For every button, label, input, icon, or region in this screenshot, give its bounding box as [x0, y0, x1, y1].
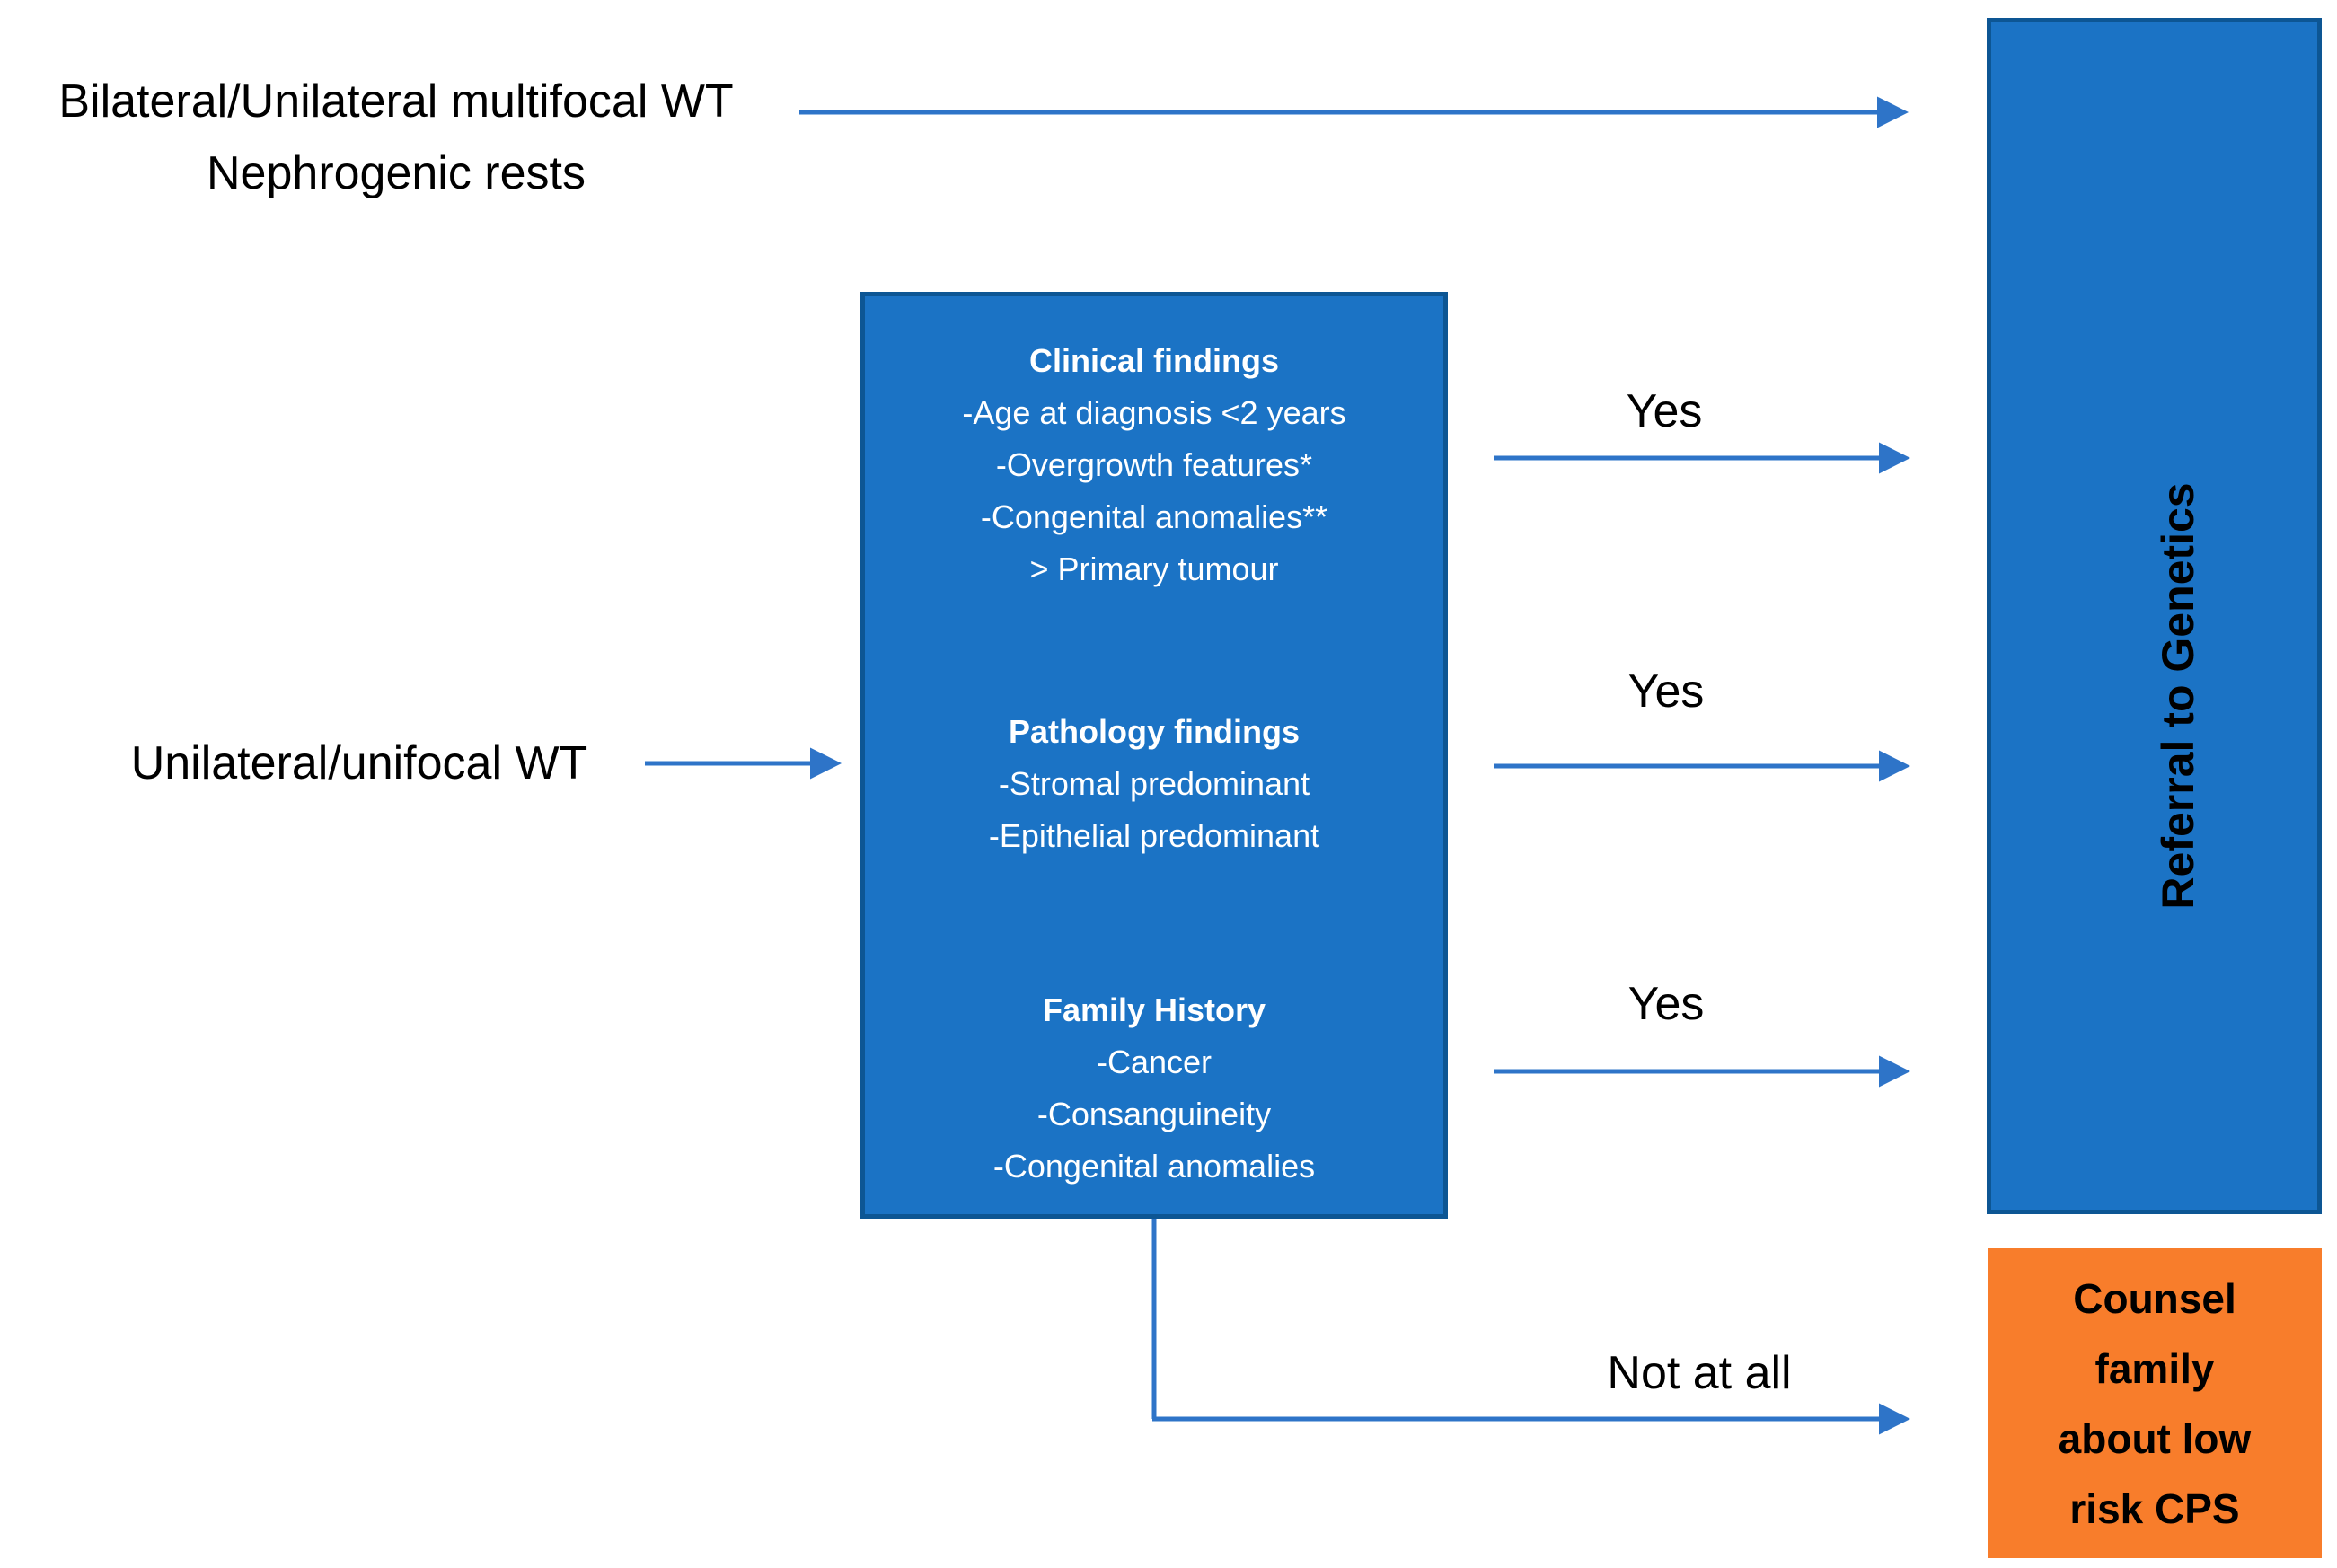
node-unilateral-unifocal: Unilateral/unifocal WT [93, 727, 626, 799]
bilateral-line2: Nephrogenic rests [207, 147, 586, 199]
criteria-item: -Age at diagnosis <2 years [962, 394, 1346, 431]
counsel-box: Counsel family about low risk CPS [1988, 1248, 2322, 1558]
counsel-box-line: family [2094, 1344, 2215, 1392]
criteria-box: Clinical findings -Age at diagnosis <2 y… [860, 292, 1448, 1219]
unilateral-label: Unilateral/unifocal WT [130, 737, 588, 789]
edge-label-yes-pathology: Yes [1627, 665, 1705, 718]
criteria-section-family-history: Family History -Cancer -Consanguineity -… [865, 984, 1443, 1193]
referral-box-label: Referral to Genetics [2153, 482, 2203, 910]
criteria-item: -Epithelial predominant [988, 817, 1320, 854]
edge-label-not-at-all: Not at all [1607, 1347, 1792, 1399]
criteria-item: -Congenital anomalies [992, 1148, 1316, 1185]
counsel-box-line: risk CPS [2069, 1484, 2240, 1532]
criteria-section-pathology: Pathology findings -Stromal predominant … [865, 706, 1443, 862]
criteria-item: > Primary tumour [1029, 551, 1279, 587]
criteria-section-title: Pathology findings [1009, 713, 1300, 750]
criteria-item: -Congenital anomalies** [980, 498, 1328, 535]
criteria-item: -Consanguineity [1036, 1096, 1272, 1132]
criteria-item: -Stromal predominant [998, 765, 1310, 802]
criteria-item: -Cancer [1096, 1044, 1213, 1080]
counsel-box-line: about low [2058, 1414, 2252, 1462]
edge-label-yes-family: Yes [1627, 978, 1705, 1030]
criteria-item: -Overgrowth features* [995, 446, 1313, 483]
referral-box [1987, 18, 2322, 1214]
criteria-section-title: Clinical findings [1028, 342, 1279, 379]
edge-label-yes-clinical: Yes [1626, 385, 1703, 437]
criteria-section-title: Family History [1042, 991, 1266, 1028]
criteria-section-clinical: Clinical findings -Age at diagnosis <2 y… [865, 335, 1443, 595]
bilateral-line1: Bilateral/Unilateral multifocal WT [58, 75, 734, 128]
counsel-box-line: Counsel [2073, 1274, 2236, 1322]
node-bilateral-multifocal: Bilateral/Unilateral multifocal WT Nephr… [9, 66, 783, 209]
